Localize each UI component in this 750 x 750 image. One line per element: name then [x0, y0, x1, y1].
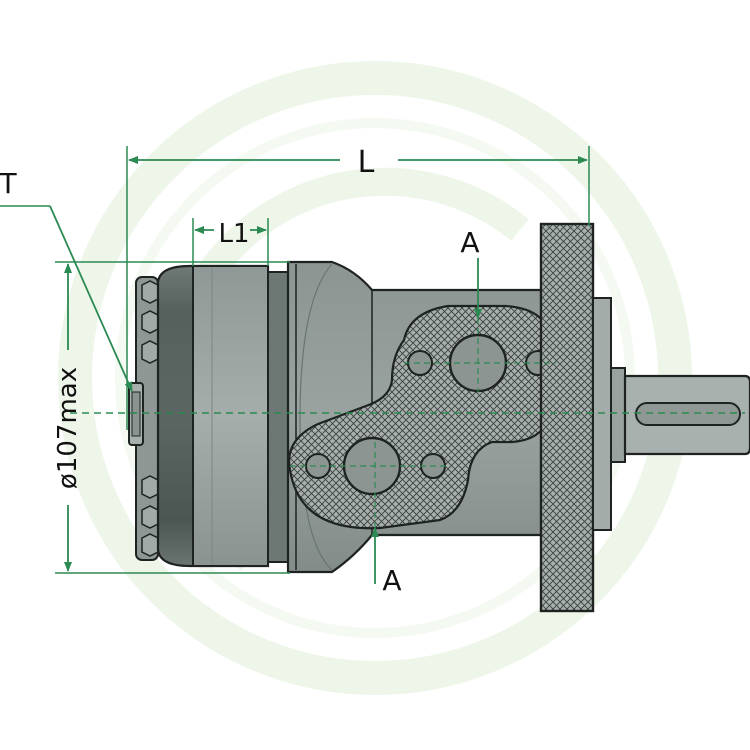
label-port-a-lower: A — [382, 564, 401, 597]
label-port-a-upper: A — [460, 226, 479, 259]
leader-port-a-upper: A — [460, 226, 482, 392]
end-cap — [128, 276, 159, 561]
leader-tank-port: T — [0, 167, 133, 392]
leader-port-a-lower: A — [290, 362, 556, 597]
shaft-keyway — [635, 402, 741, 426]
dimension-segment-length: L1 — [192, 218, 269, 266]
output-shaft — [610, 367, 750, 463]
dimension-diameter: ø107max — [53, 261, 290, 574]
label-segment-length: L1 — [218, 219, 249, 249]
label-tank-port: T — [0, 167, 17, 200]
label-diameter: ø107max — [53, 367, 83, 489]
mounting-flange — [539, 222, 612, 613]
motor-drum — [156, 264, 289, 568]
label-length: L — [358, 145, 375, 180]
